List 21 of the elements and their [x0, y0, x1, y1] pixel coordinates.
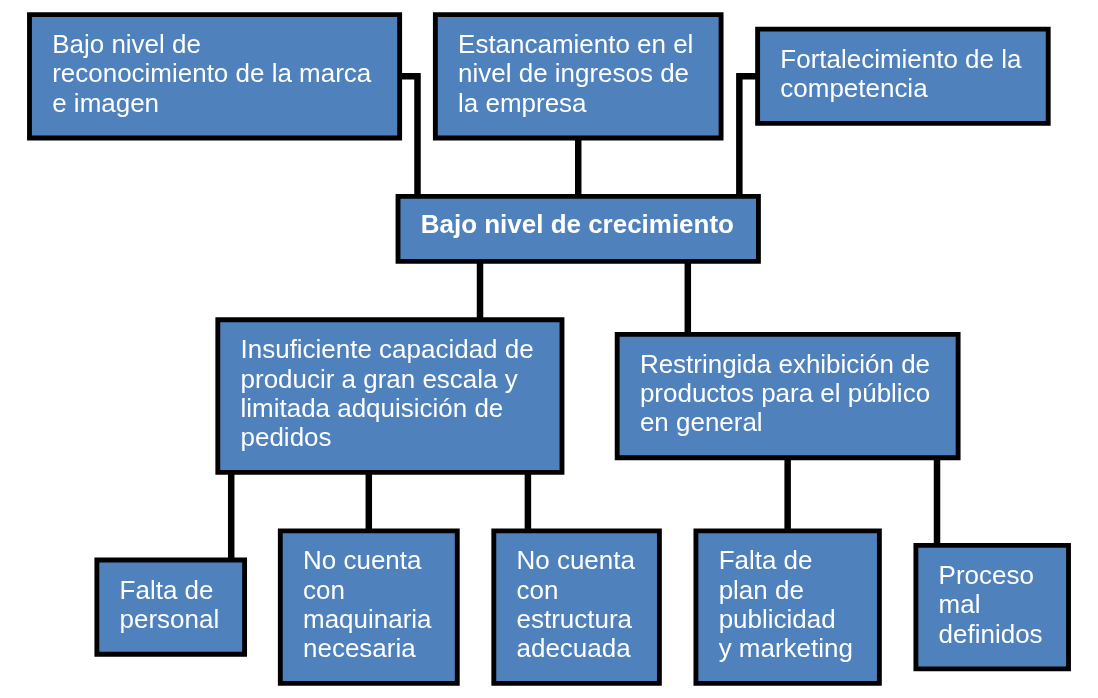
node-box: Falta de plan de publicidad y marketing [693, 528, 882, 686]
node-box: No cuenta con maquinaria necesaria [277, 528, 460, 686]
connector [784, 458, 791, 531]
connector [736, 73, 758, 196]
node-box: Bajo nivel de reconocimiento de la marca e imagen [27, 12, 403, 141]
node-box: No cuenta con estructura adecuada [491, 528, 662, 686]
node-box: Insuficiente capacidad de producir a gran escala y limitada adquisición de pedidos [215, 317, 565, 475]
connector [400, 73, 421, 196]
connector [476, 261, 484, 320]
node-box: Estancamiento en el nivel de ingresos de la empresa [432, 12, 724, 141]
node-box: Restringida exhibición de productos para el público en general [614, 331, 961, 461]
connector [684, 261, 692, 334]
node-box: Fortalecimiento de la competencia [755, 26, 1051, 126]
connector [524, 472, 532, 531]
node-box: Proceso mal definidos [913, 543, 1071, 672]
node-box: Bajo nivel de crecimiento [395, 193, 761, 264]
connector [574, 138, 582, 197]
connector [933, 458, 941, 546]
node-box: Falta de personal [94, 557, 248, 657]
connector [365, 472, 373, 531]
connector [227, 472, 235, 560]
